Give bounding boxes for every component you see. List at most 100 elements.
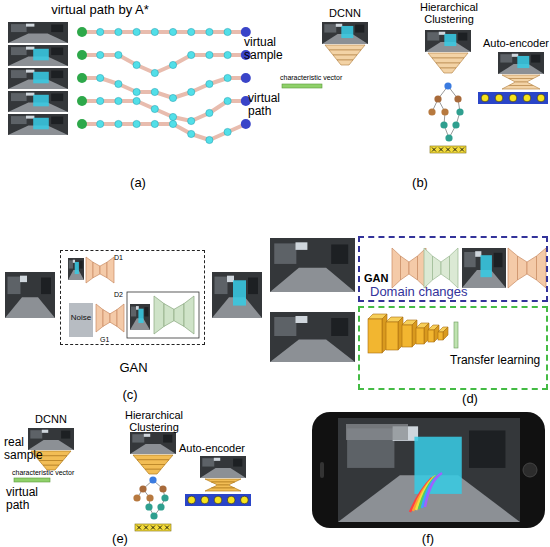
photo-wall	[8, 277, 21, 294]
photo	[8, 91, 68, 112]
gan-layer	[424, 248, 433, 288]
waypoint	[206, 80, 213, 87]
waypoint	[151, 120, 158, 127]
autoencoder-layer	[502, 86, 540, 90]
waypoint	[151, 69, 158, 76]
waypoint	[206, 109, 213, 116]
gan-layer	[450, 248, 459, 288]
waypoint	[97, 97, 104, 104]
cnn-encoder	[325, 45, 365, 65]
photo-wall	[324, 24, 336, 32]
photo	[425, 30, 471, 52]
latent-unit	[241, 496, 249, 504]
virtual-box	[33, 118, 49, 130]
figure-label: G1	[100, 336, 116, 344]
photo	[270, 312, 355, 362]
photo	[130, 304, 150, 330]
tree-node	[445, 134, 452, 141]
node-text: GAN	[364, 272, 404, 284]
generator-frame	[127, 292, 199, 338]
photo-door	[233, 459, 242, 467]
waypoint	[169, 28, 176, 35]
virtual-box	[138, 309, 143, 323]
photo-wall	[274, 243, 296, 264]
photo-floor	[8, 34, 68, 43]
figure-label: Auto-encoder	[482, 37, 550, 49]
virtual-box	[517, 56, 529, 68]
cluster-mark	[460, 148, 464, 152]
cnn-layer	[428, 53, 468, 58]
gan-layer	[110, 310, 117, 327]
gan-layer	[96, 304, 103, 332]
cluster-tree	[428, 82, 466, 153]
gan-layer	[164, 304, 174, 327]
waypoint	[188, 28, 195, 35]
photo-door	[51, 48, 63, 56]
waypoint	[115, 80, 122, 87]
cluster-mark	[446, 148, 450, 152]
photo-screen	[296, 316, 308, 323]
waypoint	[224, 74, 231, 81]
photo-background	[200, 456, 246, 478]
screen-message	[346, 424, 408, 440]
photo-screen	[296, 242, 308, 250]
phone-speaker	[320, 462, 324, 478]
latent-bar	[478, 92, 548, 104]
latent-unit	[214, 496, 222, 504]
gan-layer	[174, 304, 184, 327]
photo	[322, 22, 368, 44]
tree-node	[454, 95, 461, 102]
virtual-box	[341, 26, 353, 38]
virtual-box	[444, 34, 456, 46]
photo-wall	[11, 24, 27, 32]
cluster-bar	[135, 524, 171, 531]
guide-arrow	[425, 473, 442, 507]
waypoint	[151, 105, 158, 112]
cnn-block	[402, 325, 412, 347]
photo-background	[322, 22, 368, 44]
waypoint	[133, 120, 140, 127]
photo	[28, 428, 74, 450]
photo-screen	[214, 458, 220, 461]
photo-floor	[338, 475, 520, 522]
figure-label: (c)	[110, 388, 150, 402]
autoencoder-layer	[509, 79, 534, 83]
photo-wall	[500, 54, 512, 62]
latent-code	[185, 494, 251, 506]
path-segment	[82, 101, 246, 121]
tree-node	[149, 476, 156, 483]
virtual-box	[480, 255, 491, 277]
gan-layer	[107, 257, 114, 283]
figure-label: (a)	[118, 176, 158, 190]
photo-screen	[512, 54, 518, 57]
photo-wall	[11, 93, 27, 101]
photo-door	[80, 261, 83, 269]
waypoint	[133, 61, 140, 68]
photo-wall	[132, 434, 144, 442]
cnn-layer	[432, 58, 464, 63]
photo-screen	[144, 434, 150, 437]
gan-layer	[518, 256, 528, 280]
latent-bar	[185, 494, 251, 506]
gan-layer	[537, 248, 547, 288]
virtual-box	[414, 437, 461, 494]
start-point	[77, 73, 87, 83]
cluster-mark	[144, 526, 148, 530]
photo-background	[8, 91, 68, 112]
cnn-layer	[133, 455, 173, 460]
photo-background	[130, 304, 150, 330]
autoencoder-shape	[502, 75, 540, 89]
photo-screen	[26, 116, 34, 119]
virtual-box	[33, 49, 49, 61]
cnn-block	[368, 319, 382, 353]
waypoint	[206, 51, 213, 58]
cnn-layer	[145, 469, 161, 474]
cluster-mark	[151, 526, 155, 530]
photo-wall	[30, 430, 42, 438]
photo	[130, 432, 176, 454]
node-text: GAN	[61, 361, 206, 375]
photo-background	[8, 45, 68, 66]
photo	[200, 456, 246, 478]
goal-point	[241, 119, 251, 129]
